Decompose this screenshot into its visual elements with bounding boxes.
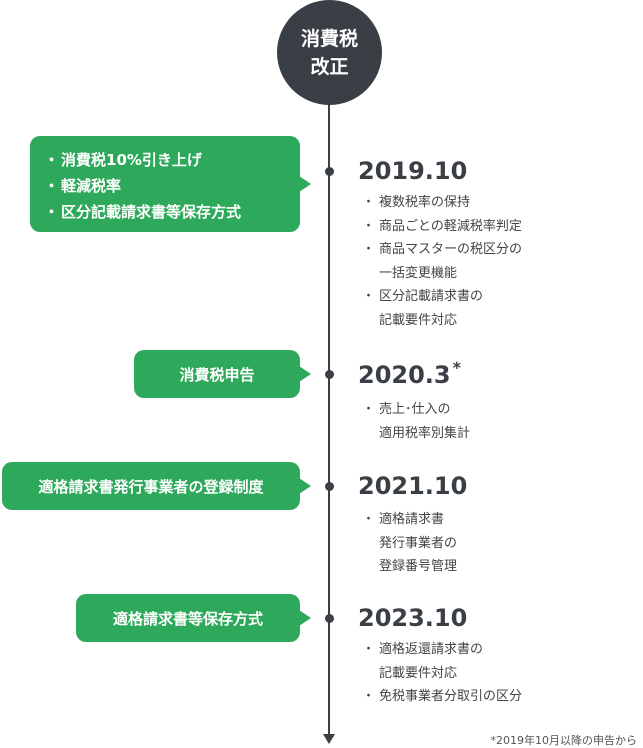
detail-item: 適格返還請求書の 記載要件対応 [362,638,522,685]
detail-item: 免税事業者分取引の区分 [362,685,522,709]
arrow-down-icon [323,734,335,744]
title-line-1: 消費税 [300,27,358,50]
event-bubble-item: 区分記載請求書等保存方式 [44,199,300,225]
detail-item: 適格請求書 発行事業者の 登録番号管理 [362,508,457,579]
event-bubble-label: 適格請求書発行事業者の登録制度 [38,477,264,496]
timeline-dot-2023 [325,614,334,623]
details-list-2023: 適格返還請求書の 記載要件対応 免税事業者分取引の区分 [362,638,522,709]
timeline-dot-2019 [325,167,334,176]
event-bubble-2021: 適格請求書発行事業者の登録制度 [2,462,311,510]
detail-item: 区分記載請求書の 記載要件対応 [362,285,522,332]
event-bubble-2023: 適格請求書等保存方式 [76,594,311,642]
event-bubble-2019: 消費税10%引き上げ 軽減税率 区分記載請求書等保存方式 [30,136,311,232]
detail-item: 商品ごとの軽減税率判定 [362,215,522,239]
details-list-2019: 複数税率の保持 商品ごとの軽減税率判定 商品マスターの税区分の 一括変更機能 区… [362,191,522,332]
event-bubble-item: 軽減税率 [44,173,300,199]
event-bubble-label: 消費税申告 [179,365,255,384]
year-value: 2019.10 [358,157,468,185]
event-bubble-item: 消費税10%引き上げ [44,147,300,173]
timeline-dot-2020 [325,370,334,379]
title-circle: 消費税 改正 [277,0,382,105]
event-bubble-list: 消費税10%引き上げ 軽減税率 区分記載請求書等保存方式 [30,136,300,225]
detail-item: 売上･仕入の 適用税率別集計 [362,398,470,445]
event-bubble-2020: 消費税申告 [134,350,311,398]
year-value: 2020.3 [358,361,451,389]
year-label-2021: 2021.10 [358,471,469,501]
detail-item: 商品マスターの税区分の 一括変更機能 [362,238,522,285]
year-value: 2021.10 [358,472,468,500]
timeline-axis [328,104,330,734]
year-label-2019: 2019.10 [358,156,469,186]
details-list-2020: 売上･仕入の 適用税率別集計 [362,398,470,445]
event-bubble-label: 適格請求書等保存方式 [112,609,263,628]
footnote: *2019年10月以降の申告から [490,734,638,747]
detail-item: 複数税率の保持 [362,191,522,215]
year-value: 2023.10 [358,604,468,632]
timeline-dot-2021 [325,482,334,491]
year-label-2023: 2023.10 [358,603,469,633]
year-mark: * [452,358,461,377]
title-line-2: 改正 [310,55,349,78]
details-list-2021: 適格請求書 発行事業者の 登録番号管理 [362,508,457,579]
year-label-2020: 2020.3* [358,360,461,390]
